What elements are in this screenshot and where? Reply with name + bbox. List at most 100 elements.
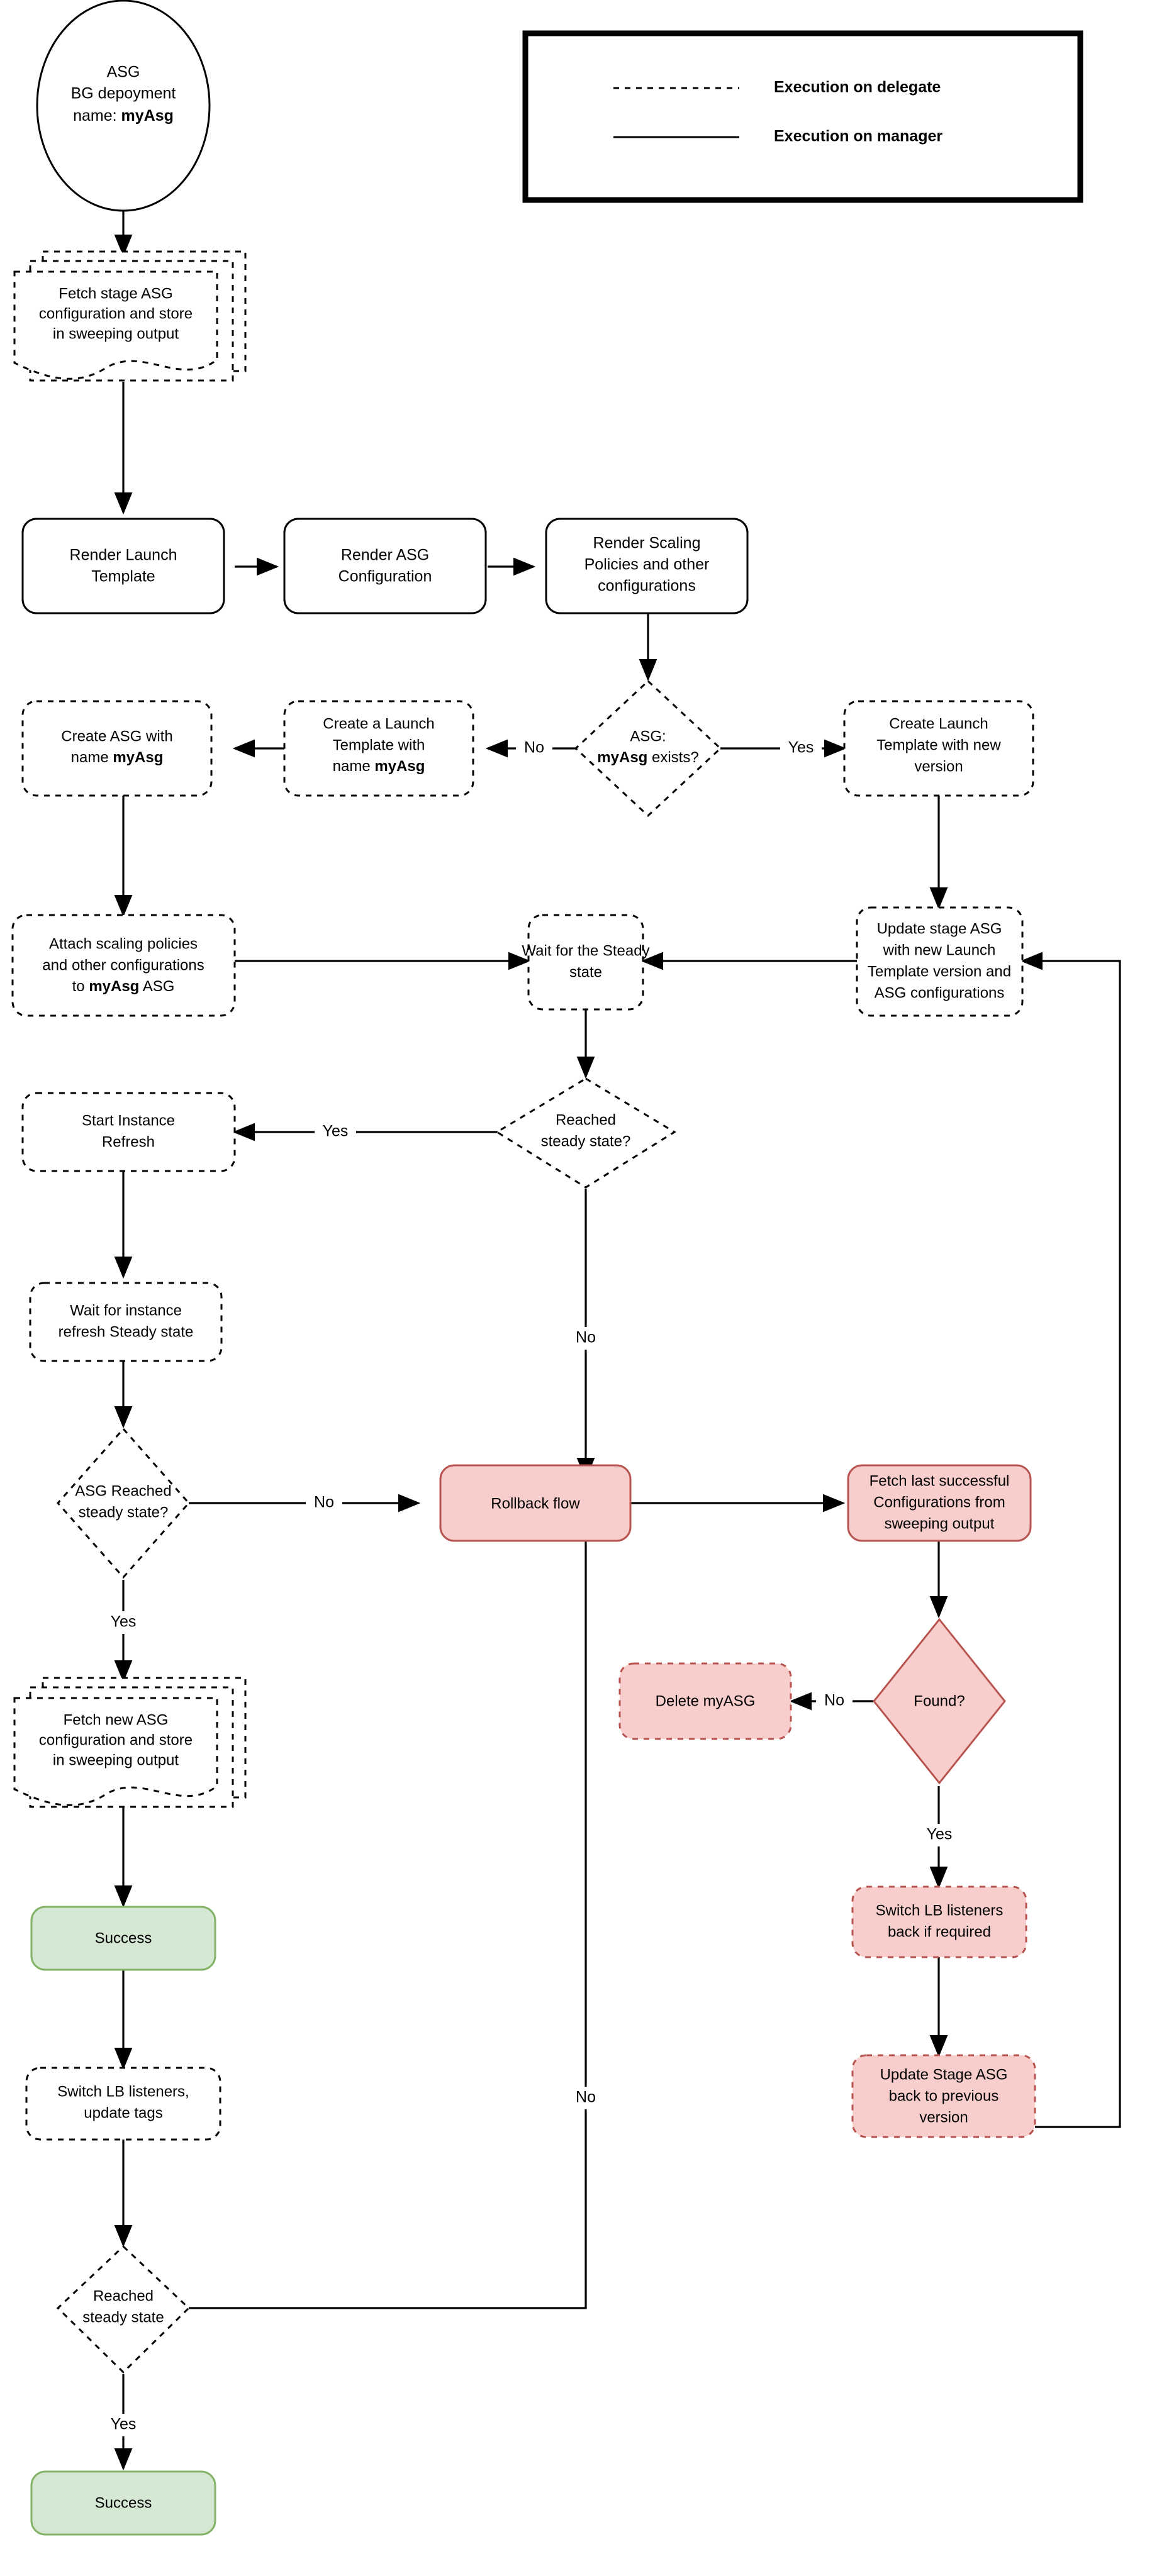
edge-final-steady-no	[189, 1522, 587, 2309]
success-2-box[interactable]	[30, 2470, 216, 2536]
start-instance-refresh-line2: Refresh	[102, 1133, 155, 1150]
update-stage-asg-previous-line3: version	[919, 2109, 968, 2126]
render-scaling-line3: configurations	[598, 577, 696, 595]
asg-exists-diamond[interactable]	[574, 679, 722, 818]
reached-steady-diamond[interactable]	[495, 1077, 676, 1189]
fetch-stage-label-line1: Fetch stage ASG	[59, 285, 172, 302]
fetch-new-doc-front[interactable]	[13, 1697, 218, 1806]
switch-lb-back-box[interactable]	[851, 1885, 1027, 1958]
node-update-stage-asg[interactable]: Update stage ASG with new Launch Templat…	[856, 906, 1024, 1017]
node-attach-scaling-policies[interactable]: Attach scaling policies and other config…	[11, 914, 236, 1017]
node-fetch-last-successful[interactable]: Fetch last successful Configurations fro…	[847, 1464, 1032, 1542]
edge-label-asg-exists-yes: Yes	[788, 739, 814, 757]
reached-steady-final-line2: steady state	[82, 2309, 164, 2326]
fetch-stage-doc-front[interactable]	[13, 270, 218, 380]
node-reached-steady-final-decision[interactable]: Reached steady state	[56, 2245, 191, 2374]
create-asg-myasg-box[interactable]	[21, 700, 213, 797]
node-switch-lb-update-tags[interactable]: Switch LB listeners, update tags	[25, 2067, 221, 2141]
success-1-box[interactable]	[30, 1906, 216, 1971]
node-render-asg-configuration[interactable]: Render ASG Configuration	[283, 518, 487, 614]
label-bg-7	[816, 1690, 853, 1713]
render-launch-template-line1: Render Launch	[70, 547, 177, 564]
success-1-label: Success	[95, 1929, 152, 1946]
asg-reached-steady-line1: ASG Reached	[75, 1482, 171, 1499]
node-update-stage-asg-previous[interactable]: Update Stage ASG back to previous versio…	[851, 2054, 1036, 2138]
node-wait-instance-refresh[interactable]: Wait for instance refresh Steady state	[29, 1282, 223, 1362]
node-fetch-new-asg[interactable]: Fetch new ASG configuration and store in…	[13, 1677, 247, 1808]
node-success-1[interactable]: Success	[30, 1906, 216, 1971]
wait-steady-line2: state	[569, 963, 602, 980]
node-asg-reached-steady-decision[interactable]: ASG Reached steady state?	[57, 1427, 190, 1579]
node-success-2[interactable]: Success	[30, 2470, 216, 2536]
delete-myasg-label: Delete myASG	[656, 1692, 756, 1709]
start-ellipse[interactable]	[36, 0, 211, 212]
edge-update-previous-loop-back	[1020, 952, 1121, 2128]
fetch-new-asg-line1: Fetch new ASG	[64, 1711, 169, 1728]
wait-instance-refresh-box[interactable]	[29, 1282, 223, 1362]
create-lt-new-version-box[interactable]	[843, 700, 1034, 797]
update-stage-asg-box[interactable]	[856, 906, 1024, 1017]
legend-box	[522, 30, 1083, 203]
delete-myasg-box[interactable]	[618, 1662, 792, 1740]
rollback-flow-box[interactable]	[439, 1464, 632, 1542]
node-render-launch-template[interactable]: Render Launch Template	[21, 518, 225, 614]
create-asg-myasg-line2: name myAsg	[71, 749, 164, 766]
update-stage-asg-previous-line1: Update Stage ASG	[880, 2066, 1008, 2083]
edge-label-final-steady-no: No	[576, 2089, 596, 2106]
found-diamond[interactable]	[873, 1618, 1006, 1785]
render-launch-template-box[interactable]	[21, 518, 225, 614]
create-lt-myasg-box[interactable]	[283, 700, 474, 797]
fetch-last-successful-box[interactable]	[847, 1464, 1032, 1542]
start-label-line2: BG depoyment	[71, 85, 176, 103]
update-stage-asg-previous-box[interactable]	[851, 2054, 1036, 2138]
create-lt-new-line1: Create Launch	[889, 715, 988, 732]
node-start-instance-refresh[interactable]: Start Instance Refresh	[21, 1092, 236, 1172]
wait-instance-refresh-line2: refresh Steady state	[59, 1323, 194, 1340]
node-start[interactable]: ASG BG depoyment name: myAsg	[36, 0, 211, 212]
fetch-stage-label-line2: configuration and store	[39, 305, 193, 322]
fetch-new-asg-line3: in sweeping output	[53, 1752, 179, 1768]
node-asg-exists-decision[interactable]: ASG: myAsg exists?	[574, 679, 722, 818]
node-delete-myasg[interactable]: Delete myASG	[618, 1662, 792, 1740]
asg-reached-steady-line2: steady state?	[79, 1504, 169, 1521]
create-lt-myasg-line1: Create a Launch	[323, 715, 434, 732]
render-asg-configuration-box[interactable]	[283, 518, 487, 614]
reached-steady-final-diamond[interactable]	[56, 2245, 191, 2374]
start-instance-refresh-box[interactable]	[21, 1092, 236, 1172]
node-rollback-flow[interactable]: Rollback flow	[439, 1464, 632, 1542]
node-reached-steady-state-decision[interactable]: Reached steady state?	[495, 1077, 676, 1189]
switch-lb-back-line2: back if required	[888, 1923, 991, 1940]
start-label-line1: ASG	[107, 64, 140, 81]
legend: Execution on delegate Execution on manag…	[522, 30, 1083, 203]
label-bg-3	[315, 1121, 356, 1143]
reached-steady-final-line1: Reached	[93, 2287, 154, 2304]
edge-labels: No Yes Yes No No Yes No Yes No Yes	[103, 737, 960, 2436]
node-fetch-stage-asg[interactable]: Fetch stage ASG configuration and store …	[13, 250, 247, 382]
node-create-launch-template-new-version[interactable]: Create Launch Template with new version	[843, 700, 1034, 797]
fetch-last-successful-line2: Configurations from	[873, 1494, 1005, 1511]
edge-label-final-steady-yes: Yes	[111, 2416, 137, 2433]
create-asg-myasg-line1: Create ASG with	[61, 728, 172, 745]
fetch-last-successful-line3: sweeping output	[885, 1515, 995, 1532]
wait-steady-box[interactable]	[527, 914, 644, 1011]
node-switch-lb-back[interactable]: Switch LB listeners back if required	[851, 1885, 1027, 1958]
node-render-scaling-policies[interactable]: Render Scaling Policies and other config…	[545, 518, 749, 614]
asg-reached-steady-diamond[interactable]	[57, 1427, 190, 1579]
update-stage-asg-line1: Update stage ASG	[877, 920, 1002, 937]
node-found-decision[interactable]: Found?	[873, 1618, 1006, 1785]
render-asg-configuration-line1: Render ASG	[341, 547, 429, 564]
edge-label-found-yes: Yes	[927, 1826, 953, 1843]
node-wait-for-steady-state[interactable]: Wait for the Steady state	[522, 914, 650, 1011]
wait-steady-line1: Wait for the Steady	[522, 942, 649, 959]
edge-label-asg-exists-no: No	[524, 739, 544, 757]
node-create-launch-template-myasg[interactable]: Create a Launch Template with name myAsg	[283, 700, 474, 797]
attach-scaling-box[interactable]	[11, 914, 236, 1017]
label-bg-1	[516, 737, 552, 760]
node-create-asg-myasg[interactable]: Create ASG with name myAsg	[21, 700, 213, 797]
label-bg-5	[306, 1492, 342, 1514]
switch-lb-update-tags-box[interactable]	[25, 2067, 221, 2141]
label-bg-10	[103, 2414, 144, 2436]
render-scaling-policies-box[interactable]	[545, 518, 749, 614]
